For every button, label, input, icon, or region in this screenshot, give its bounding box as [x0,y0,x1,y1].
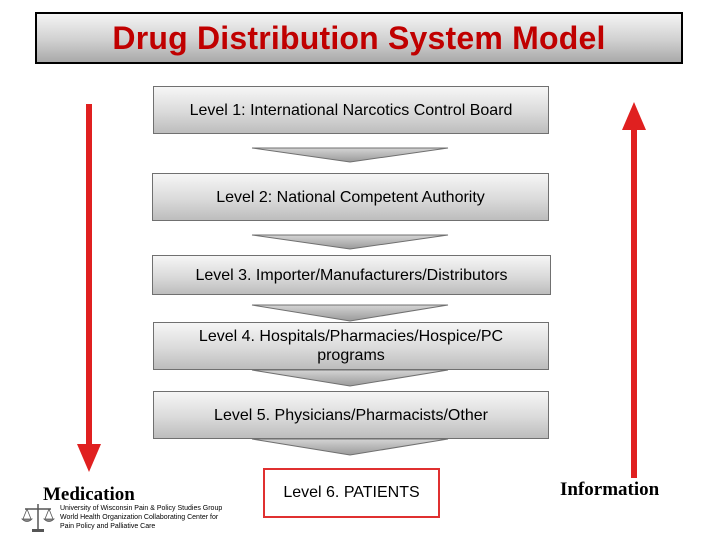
information-up-arrow [622,102,646,478]
footer-line-1: University of Wisconsin Pain & Policy St… [60,505,223,512]
footer-line-3: Pain Policy and Palliative Care [60,523,156,530]
level-5-label: Level 5. Physicians/Pharmacists/Other [214,406,488,424]
level-4-down-arrow [251,370,449,387]
footer-credit: University of Wisconsin Pain & Policy St… [60,504,222,531]
level-2-box: Level 2: National Competent Authority [152,173,549,221]
medication-down-arrow [77,104,101,472]
level-3-label: Level 3. Importer/Manufacturers/Distribu… [195,266,508,284]
level-4-label: Level 4. Hospitals/Pharmacies/Hospice/PC… [198,328,504,364]
medication-label: Medication [43,484,135,505]
level-1-label: Level 1: International Narcotics Control… [189,101,513,119]
page-title: Drug Distribution System Model [112,19,606,56]
level-3-box: Level 3. Importer/Manufacturers/Distribu… [152,255,551,295]
patients-label: Level 6. PATIENTS [283,484,420,501]
level-1-box: Level 1: International Narcotics Control… [153,86,549,134]
information-label: Information [560,479,660,500]
level-2-down-arrow [251,234,449,250]
level-5-box: Level 5. Physicians/Pharmacists/Other [153,391,549,439]
level-3-down-arrow [251,304,449,322]
level-5-down-arrow [251,439,449,456]
level-2-label: Level 2: National Competent Authority [216,188,485,206]
level-1-down-arrow [251,147,449,163]
footer-line-2: World Health Organization Collaborating … [60,514,219,521]
scales-of-justice-icon [21,504,55,532]
level-4-box: Level 4. Hospitals/Pharmacies/Hospice/PC… [153,322,549,370]
title-banner: Drug Distribution System Model [35,12,683,64]
patients-box: Level 6. PATIENTS [263,468,440,518]
